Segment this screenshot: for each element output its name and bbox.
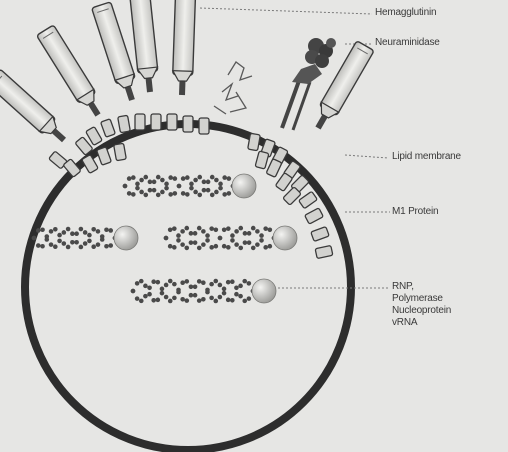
rnp-complex-1 (123, 174, 256, 198)
rnp-complex-3 (164, 226, 297, 250)
rnp-complex-2 (32, 226, 138, 250)
m1-protein-block-22 (311, 227, 329, 242)
hemagglutinin-spike-1 (0, 69, 71, 147)
m1-protein-block-15 (248, 133, 261, 150)
m1-protein-block-3 (101, 119, 116, 137)
m1-protein-block-21 (305, 208, 324, 224)
m1-protein-block-6 (151, 114, 161, 130)
m1-protein-block-14 (114, 143, 127, 160)
m1-protein-block-5 (135, 114, 145, 130)
m1-protein-block-4 (118, 115, 131, 132)
label-hemagglutinin: Hemagglutinin (375, 7, 436, 19)
hemagglutinin-spike-6 (309, 41, 374, 133)
m1-protein-block-9 (199, 118, 209, 134)
hemagglutinin-spike-4 (130, 0, 160, 93)
m1-protein-block-23 (315, 245, 333, 258)
m1-protein-block-8 (183, 116, 193, 132)
rnp-complexes (32, 174, 297, 303)
m1-protein-block-7 (167, 114, 177, 130)
rnp-complex-4 (131, 279, 276, 304)
label-neuraminidase: Neuraminidase (375, 37, 440, 49)
m1-protein-block-13 (97, 147, 112, 165)
hemagglutinin-spike-5 (172, 0, 196, 95)
label-lipid-membrane: Lipid membrane (392, 151, 461, 163)
leader-line-hemagglutinin (200, 8, 372, 14)
leader-line-lipid-membrane (345, 155, 388, 158)
m1-protein-block-25 (266, 159, 282, 178)
label-rnp: RNP, Polymerase Nucleoprotein vRNA (392, 281, 451, 329)
hemagglutinin-spike-2 (37, 25, 107, 120)
m1-protein-block-24 (255, 151, 269, 169)
membrane-protein-sketch (214, 62, 252, 114)
m1-protein-block-20 (299, 191, 318, 208)
label-m1-protein: M1 Protein (392, 206, 438, 218)
